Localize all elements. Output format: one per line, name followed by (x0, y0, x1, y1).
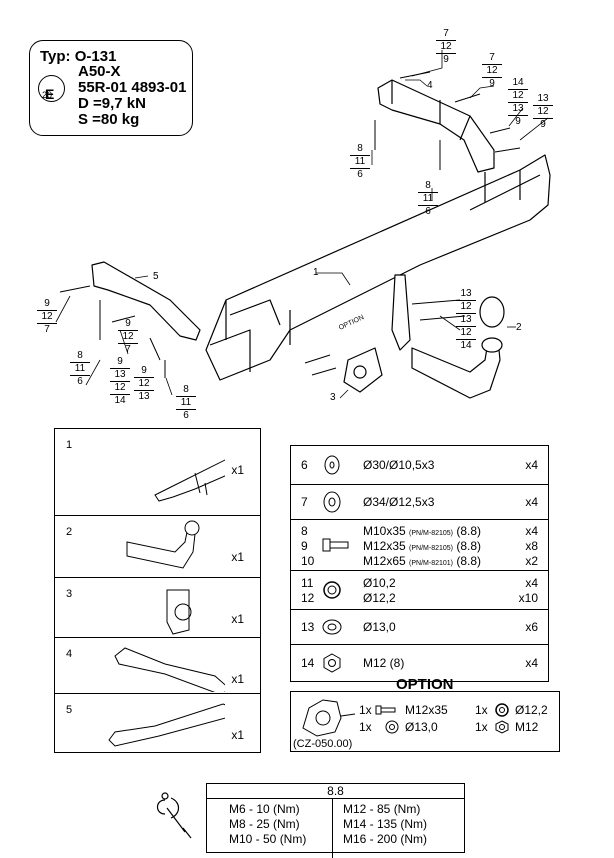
part-qty: x1 (231, 550, 244, 564)
bracket-4-shape (377, 79, 495, 173)
spring-washer-icon (323, 581, 341, 599)
bracket-right-icon (114, 647, 225, 692)
option-washer-icon (385, 720, 399, 734)
part-qty: x1 (231, 463, 244, 477)
washer-icon (323, 491, 341, 513)
option-code: (CZ-050.00) (293, 738, 353, 750)
washer-icon (324, 455, 340, 475)
model-label: A50-X (78, 63, 121, 80)
hardware-row: 11 12 Ø10,2 Ø12,2 x4 x10 (291, 571, 548, 610)
hardware-row: 13 Ø13,0 x6 (291, 610, 548, 645)
socket-plate-icon (166, 589, 192, 635)
part-row: 2 x1 (55, 516, 260, 578)
hardware-list: 6 Ø30/Ø10,5x3 x4 7 Ø34/Ø12,5x3 x4 8 9 10… (290, 445, 549, 682)
hardware-row: 14 M12 (8) x4 (291, 645, 548, 681)
part-label-3: 3 (330, 392, 336, 403)
bracket-5-shape (91, 261, 201, 341)
torque-grade: 8.8 (207, 784, 464, 799)
part-label-5: 5 (153, 271, 159, 282)
flat-washer-icon (322, 619, 342, 635)
hardware-row: 8 9 10 M10x35 (PN/M-82105) (8.8) M12x35 … (291, 520, 548, 571)
nut-icon (323, 653, 341, 673)
option-mark: OPTION (338, 314, 365, 332)
option-bolt-icon (375, 705, 396, 715)
bolt-icon (322, 538, 349, 552)
type-approval-box: Typ: O-131 A50-X 55R-01 4893-01 D =9,7 k… (29, 40, 193, 136)
part-label-4: 4 (427, 80, 433, 91)
part-number: 3 (66, 588, 73, 600)
crossbar-1-shape (205, 154, 551, 381)
part-qty: x1 (231, 612, 244, 626)
s-value: S =80 kg (78, 111, 140, 128)
part-row: 1 x1 (55, 429, 260, 516)
tow-ball-icon (126, 520, 200, 569)
hardware-row: 6 Ø30/Ø10,5x3 x4 (291, 446, 548, 485)
type-label: Typ: O-131 (40, 48, 117, 65)
torque-table: 8.8 M6 - 10 (Nm) M8 - 25 (Nm) M10 - 50 (… (206, 783, 465, 858)
part-label-1: 1 (313, 267, 319, 278)
torque-wrench-icon (156, 792, 192, 839)
part-number: 4 (66, 648, 73, 660)
approval-number: 55R-01 4893-01 (78, 79, 187, 96)
bracket-left-icon (108, 703, 225, 747)
part-qty: x1 (231, 728, 244, 742)
part-qty: x1 (231, 672, 244, 686)
part-row: 5 x1 (55, 694, 260, 752)
part-row: 4 x1 (55, 638, 260, 694)
parts-list: 1 x1 2 x1 3 x1 4 x1 5 x1 (54, 428, 261, 753)
part-label-2: 2 (516, 322, 522, 333)
part-number: 5 (66, 704, 73, 716)
hardware-row: 7 Ø34/Ø12,5x3 x4 (291, 485, 548, 520)
assembly-drawing: 1 2 3 4 5 OPTION (55, 50, 551, 403)
option-spring-washer-icon (495, 703, 509, 717)
part-number: 1 (66, 439, 73, 451)
d-value: D =9,7 kN (78, 95, 146, 112)
part-number: 2 (66, 526, 73, 538)
option-title: OPTION (396, 676, 454, 693)
option-nut-icon (495, 720, 509, 734)
crossbar-icon (154, 459, 225, 502)
socket-plate-3-shape (343, 347, 383, 393)
part-row: 3 x1 (55, 578, 260, 638)
option-box: 1x M12x35 1x Ø13,0 1x Ø12,2 1x M12 (CZ-0… (290, 691, 560, 752)
option-socket-icon (302, 699, 356, 737)
